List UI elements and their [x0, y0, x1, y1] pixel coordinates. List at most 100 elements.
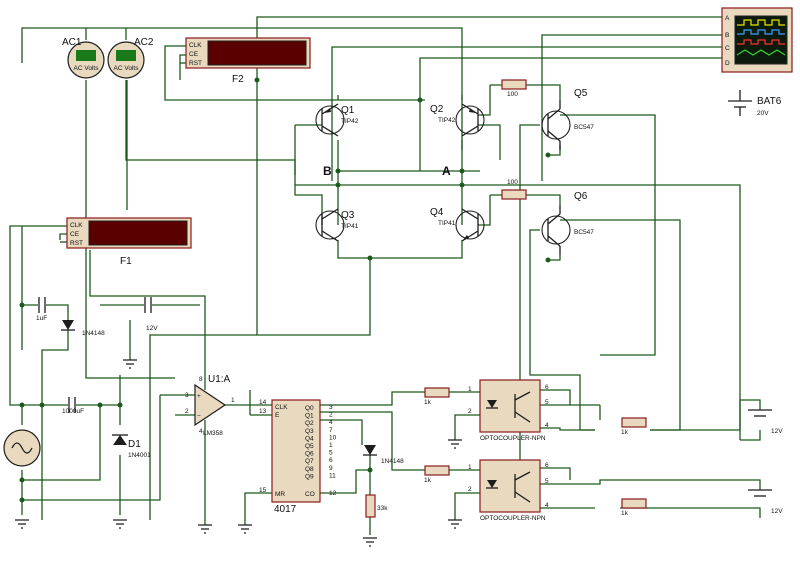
diode-1n4148-mid[interactable]: 1N4148	[363, 445, 404, 465]
resistor-1k-d[interactable]: 1k	[621, 498, 647, 517]
transistor-q3[interactable]: Q3 TIP41	[315, 208, 359, 242]
r1kb-value: 1k	[424, 477, 432, 484]
voltmeter-ac2[interactable]: AC Volts AC2	[107, 37, 154, 79]
ic-output-co: CO	[305, 491, 315, 498]
q3-part: TIP41	[341, 223, 359, 230]
q5-label: Q5	[574, 88, 588, 99]
scope-ch-a: A	[725, 15, 730, 22]
f1-label: F1	[120, 256, 132, 267]
ic-e: E	[275, 412, 280, 419]
counter-f2[interactable]: CLK CE RST F2	[185, 37, 311, 85]
scope-trace-b	[737, 29, 785, 35]
o1-pin2: 2	[468, 408, 472, 415]
f2-pin-ce: CE	[189, 51, 199, 58]
opamp-pin-v: 8	[199, 376, 203, 383]
c2-value: 1000uF	[62, 408, 84, 415]
node-b-label: B	[323, 164, 332, 178]
transistor-q6[interactable]: Q6 BC547	[541, 191, 594, 255]
transistor-q1[interactable]: Q1 TIP42	[315, 103, 359, 137]
optocoupler-2[interactable]: 1 2 6 5 4 OPTOCOUPLER-NPN	[468, 459, 549, 522]
resistor-1k-b[interactable]: 1k	[424, 465, 450, 484]
capacitor-1uf[interactable]: 1uF	[36, 297, 47, 322]
ac2-label: AC2	[134, 37, 154, 48]
opamp-part: LM358	[203, 430, 223, 437]
resistor-1k-c[interactable]: 1k	[621, 417, 647, 436]
o2-label: OPTOCOUPLER-NPN	[480, 515, 546, 522]
q6-part: BC547	[574, 229, 594, 236]
o1-pin1: 1	[468, 386, 472, 393]
node-a-label: A	[442, 164, 451, 178]
diode-d1[interactable]: D1 1N4001	[112, 434, 151, 459]
diode-1n4148-left[interactable]: 1N4148	[61, 320, 105, 337]
scope-ch-d: D	[725, 60, 730, 67]
wiring	[9, 16, 761, 535]
opamp-u1a[interactable]: + − U1:A LM358 3 2 1 8 4	[185, 374, 235, 437]
ic-output-pin-4: 4	[329, 419, 333, 426]
q6-label: Q6	[574, 191, 588, 202]
r100b-value: 100	[507, 179, 518, 186]
ic-output-pin-6: 6	[329, 457, 333, 464]
ic-output-q6: Q6	[305, 451, 314, 458]
svg-text:−: −	[197, 413, 201, 420]
f1-pin-ce: CE	[70, 231, 80, 238]
resistor-1k-a[interactable]: 1k	[424, 387, 450, 406]
ac1-unit: AC Volts	[74, 65, 100, 72]
o1-pin5: 5	[545, 399, 549, 406]
opamp-pin-out: 1	[231, 397, 235, 404]
ic-output-pin-1: 1	[329, 442, 333, 449]
s2-value: 12V	[771, 508, 783, 515]
scope-trace-a	[737, 19, 785, 26]
r100a-value: 100	[507, 91, 518, 98]
o2-pin5: 5	[545, 478, 549, 485]
optocoupler-1[interactable]: 1 2 6 5 4 OPTOCOUPLER-NPN	[468, 379, 549, 442]
transistor-q2[interactable]: Q2 TIP42	[430, 103, 485, 137]
ic-output-pin-2: 2	[329, 412, 333, 419]
ic-output-pin-10: 10	[329, 434, 337, 441]
supply-12v-1[interactable]: 12V	[748, 409, 783, 435]
ic-output-q5: Q5	[305, 443, 314, 450]
scope-trace-c	[737, 39, 785, 45]
ac-source[interactable]	[3, 429, 41, 467]
d-top-part: 1N4148	[82, 330, 105, 337]
capacitor-1000uf[interactable]: 1000uF	[62, 397, 84, 415]
ic-output-q0: Q0	[305, 405, 314, 412]
ic-output-pin-12: 12	[329, 490, 337, 497]
q1-part: TIP42	[341, 118, 359, 125]
resistor-100-mid[interactable]: 100	[501, 179, 527, 200]
capacitor-12v[interactable]: 12V	[144, 297, 158, 332]
voltmeter-ac1[interactable]: AC Volts AC1	[62, 37, 105, 79]
battery-bat6[interactable]: BAT6 20V	[728, 90, 782, 117]
d1-label: D1	[128, 439, 141, 450]
scope-trace-d	[736, 49, 786, 56]
ground-symbols	[15, 359, 462, 547]
resistor-33k[interactable]: 33k	[365, 494, 388, 518]
ic-output-pin-5: 5	[329, 450, 333, 457]
counter-f1[interactable]: CLK CE RST F1	[66, 217, 192, 267]
transistor-q5[interactable]: Q5 BC547	[541, 88, 594, 150]
o1-pin4: 4	[545, 422, 549, 429]
ic-output-q9: Q9	[305, 473, 314, 480]
ac1-label: AC1	[62, 37, 82, 48]
q2-part: TIP42	[438, 117, 456, 124]
q4-label: Q4	[430, 207, 444, 218]
transistor-q4[interactable]: Q4 TIP41	[430, 207, 485, 242]
r1kc-value: 1k	[621, 429, 629, 436]
supply-12v-2[interactable]: 12V	[748, 489, 783, 515]
o2-pin4: 4	[545, 502, 549, 509]
c1-value: 1uF	[36, 315, 47, 322]
q4-part: TIP41	[438, 220, 456, 227]
scope-ch-b: B	[725, 32, 729, 39]
ac2-unit: AC Volts	[114, 65, 140, 72]
opamp-pin-plus: 3	[185, 392, 189, 399]
opamp-pin-minus: 2	[185, 408, 189, 415]
q5-part: BC547	[574, 124, 594, 131]
r1kd-value: 1k	[621, 510, 629, 517]
d1-part: 1N4001	[128, 452, 151, 459]
oscilloscope[interactable]: A B C D	[721, 7, 793, 73]
resistor-100-top[interactable]: 100	[501, 79, 527, 98]
ic-output-q3: Q3	[305, 428, 314, 435]
ic-clk: CLK	[275, 404, 288, 411]
